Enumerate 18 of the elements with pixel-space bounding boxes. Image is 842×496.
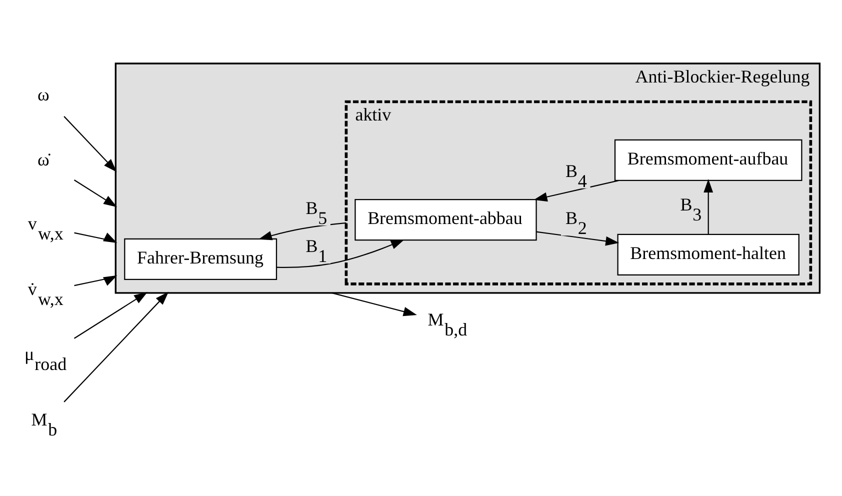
arrow [276, 238, 404, 268]
node-text: ω [37, 84, 50, 104]
arrow [64, 116, 117, 172]
node-box: Bremsmoment-aufbau [614, 138, 802, 181]
node-text: ω̇ [37, 149, 50, 170]
arrow [74, 232, 118, 243]
arrow [74, 292, 148, 338]
node-box: Bremsmoment-halten [617, 233, 800, 275]
arrow [536, 230, 620, 246]
arrow [74, 274, 118, 286]
arrow [64, 291, 169, 402]
node-box: Bremsmoment-abbau [354, 198, 537, 240]
arrow [258, 222, 346, 240]
arrow [704, 178, 714, 234]
node-box: Fahrer-Bremsung [124, 238, 278, 280]
arrow [74, 179, 118, 207]
arrow [332, 292, 417, 316]
arrow [534, 179, 619, 202]
